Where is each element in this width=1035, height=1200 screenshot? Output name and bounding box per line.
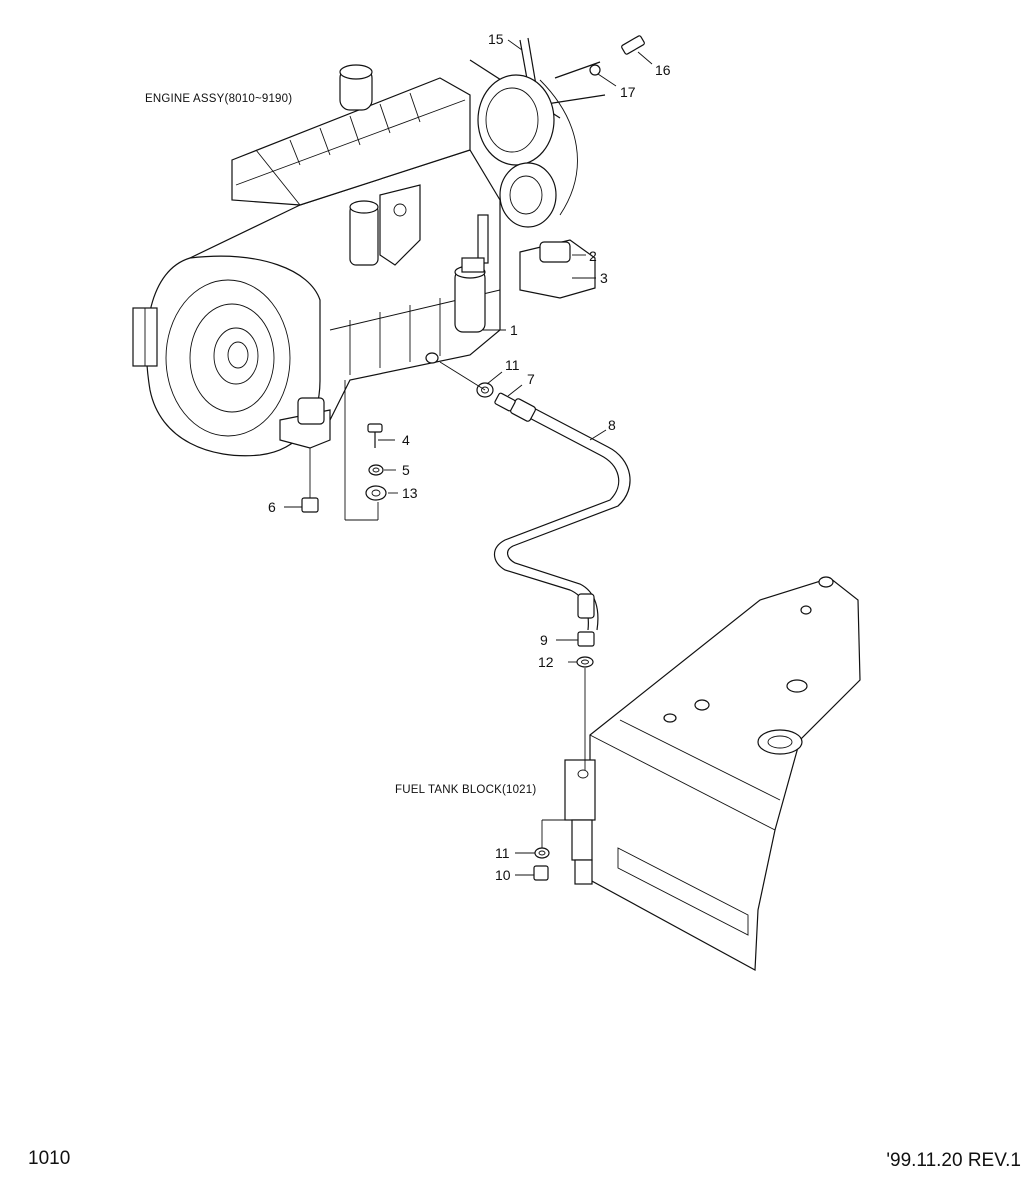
callout-8: 8	[608, 417, 616, 433]
callout-1: 1	[510, 322, 518, 338]
hardware-parts	[301, 35, 645, 881]
engine-assembly-caption: ENGINE ASSY(8010~9190)	[145, 93, 292, 105]
callout-4: 4	[402, 432, 410, 448]
callout-11-tank: 11	[495, 845, 510, 861]
fuel-tank-block	[564, 576, 861, 971]
callout-6: 6	[268, 499, 276, 515]
page-number: 1010	[28, 1148, 71, 1169]
callout-17: 17	[620, 84, 636, 100]
callout-16: 16	[655, 62, 671, 78]
callout-15: 15	[488, 31, 504, 47]
callout-5: 5	[402, 462, 410, 478]
revision-date: '99.11.20 REV.1	[886, 1150, 1021, 1171]
callout-12: 12	[538, 654, 554, 670]
callout-2: 2	[589, 248, 597, 264]
callout-10: 10	[495, 867, 511, 883]
callout-3: 3	[600, 270, 608, 286]
fuel-tank-block-caption: FUEL TANK BLOCK(1021)	[395, 784, 536, 796]
fuel-hose	[493, 398, 631, 631]
callout-13: 13	[402, 485, 418, 501]
callout-7: 7	[527, 371, 535, 387]
engine-assembly	[132, 37, 606, 505]
callout-11-engine: 11	[505, 357, 520, 373]
callout-9: 9	[540, 632, 548, 648]
leader-lines	[284, 39, 653, 876]
